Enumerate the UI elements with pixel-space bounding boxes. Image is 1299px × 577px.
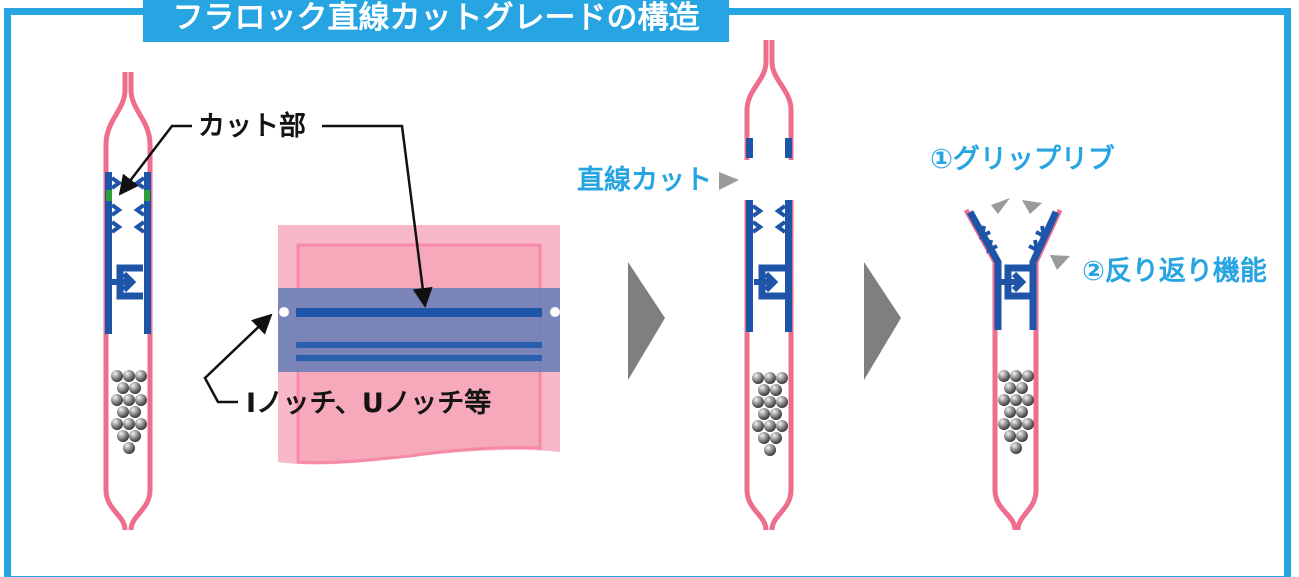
grip-rib-pointer-right: [1022, 200, 1042, 214]
pouch-section-cut: [744, 40, 794, 531]
pouch-front-view: [278, 225, 560, 465]
cut-part-right: [144, 190, 150, 201]
grip-rib-right: [133, 176, 146, 234]
pouch-section-opened: [963, 208, 1063, 531]
step-arrow-1: [628, 262, 665, 380]
opened-wall-left: [963, 208, 1018, 531]
cut-part-label: カット部: [198, 111, 306, 142]
step-arrow-2: [864, 262, 901, 380]
zipper-line-1: [296, 342, 542, 348]
cut-part-left: [106, 190, 112, 201]
grip-rib-left: [110, 176, 123, 234]
contents-balls: [111, 370, 147, 454]
zipper-line-2: [296, 355, 542, 361]
zipper-hook: [112, 264, 143, 300]
opened-wall-right: [1015, 208, 1063, 531]
notch-left: [279, 307, 289, 317]
zipper-wall-left: [105, 172, 112, 334]
notch-label: Iノッチ、Uノッチ等: [246, 388, 492, 419]
zipper-wall-right: [144, 172, 151, 334]
turn-back-pointer: [1050, 255, 1070, 270]
cut-top-right: [769, 40, 794, 160]
cut-bottom-left: [744, 200, 769, 531]
pouch-section-full: [103, 72, 153, 531]
pouch-outline-right: [128, 72, 153, 531]
cut-part-callout: [118, 124, 192, 196]
cut-line-callout: [322, 124, 433, 308]
straight-cut-pointer: [719, 172, 739, 190]
cut-line: [296, 308, 542, 317]
straight-cut-label: 直線カット: [577, 165, 712, 196]
callout-lines: [118, 124, 433, 404]
notch-right: [550, 307, 560, 317]
diagram-title: フラロック直線カットグレードの構造: [143, 0, 729, 42]
cut-top-left: [744, 40, 769, 160]
cut-bottom-right: [769, 200, 794, 531]
notch-callout: [203, 313, 273, 404]
turn-back-label: ②反り返り機能: [1082, 256, 1267, 287]
pouch-outline-left: [103, 72, 128, 531]
grip-rib-label: ①グリップリブ: [930, 144, 1115, 175]
grip-rib-pointer-left: [991, 198, 1010, 214]
